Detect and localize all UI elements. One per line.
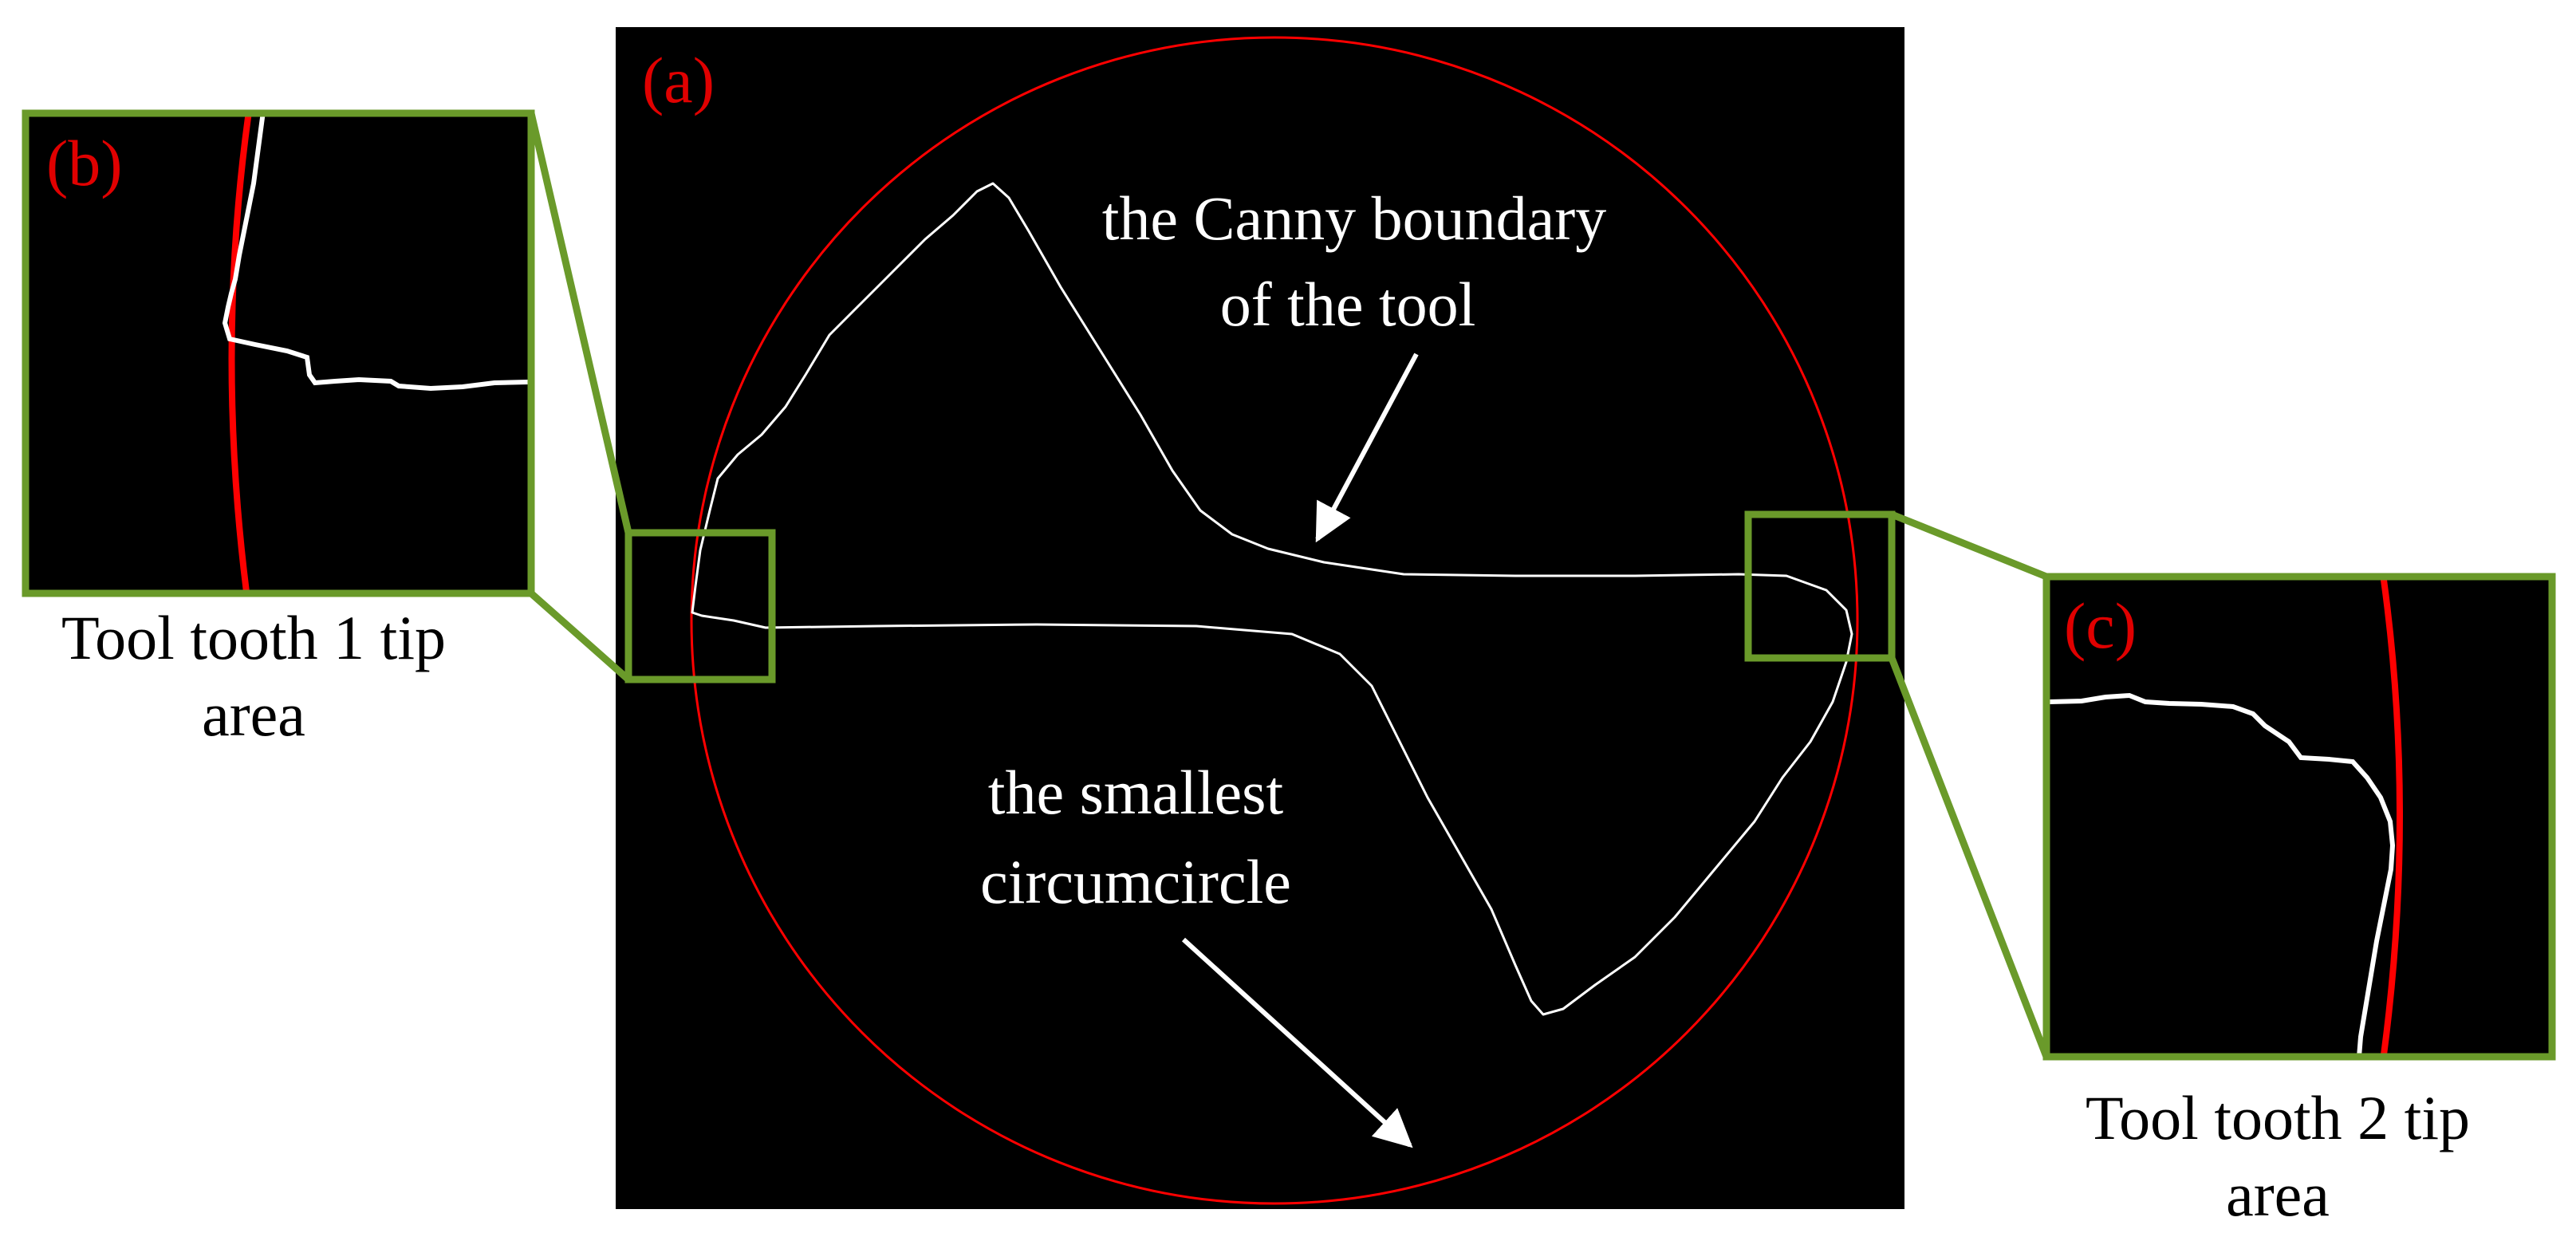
inset-c-background (2046, 577, 2552, 1057)
annotation-circle-line2: circumcircle (980, 847, 1291, 916)
caption-tooth1-line2: area (202, 680, 305, 749)
caption-tooth2-line2: area (2226, 1160, 2330, 1229)
inset-b-border (22, 109, 535, 597)
caption-tooth1-line1: Tool tooth 1 tip (61, 603, 446, 672)
annotation-circle-line1: the smallest (988, 758, 1284, 827)
connector-lines (527, 112, 2050, 1058)
tooth2-callout-box (1744, 510, 1896, 662)
panel-label-b: (b) (46, 127, 123, 199)
panel-label-a: (a) (642, 44, 715, 116)
annotation-boundary-line2: of the tool (1220, 270, 1476, 339)
inset-c-circle-arc (2380, 580, 2403, 1054)
connector-c-bottom (1888, 656, 2050, 1058)
circumcircle-arrow (1181, 937, 1413, 1148)
connector-c-top (1890, 510, 2048, 581)
inset-b: (b) (22, 109, 535, 597)
canny-boundary (691, 182, 1853, 1016)
annotation-boundary-line1: the Canny boundary (1102, 183, 1607, 253)
tooth1-callout-box (624, 529, 776, 683)
smallest-circumcircle (690, 36, 1859, 1205)
inset-b-background (26, 113, 531, 593)
connector-b-bottom (529, 590, 631, 683)
boundary-arrow (1315, 353, 1419, 543)
inset-b-boundary (222, 116, 528, 392)
panel-label-c: (c) (2064, 589, 2137, 662)
main-panel: (a) the Canny boundary of the tool the s… (616, 27, 1904, 1209)
inset-c-boundary (2050, 692, 2396, 1054)
caption-tooth2-line1: Tool tooth 2 tip (2086, 1083, 2470, 1152)
inset-b-circle-arc (228, 116, 252, 590)
connector-b-top (527, 112, 632, 534)
inset-c: (c) (2042, 573, 2556, 1061)
inset-c-border (2042, 573, 2556, 1061)
